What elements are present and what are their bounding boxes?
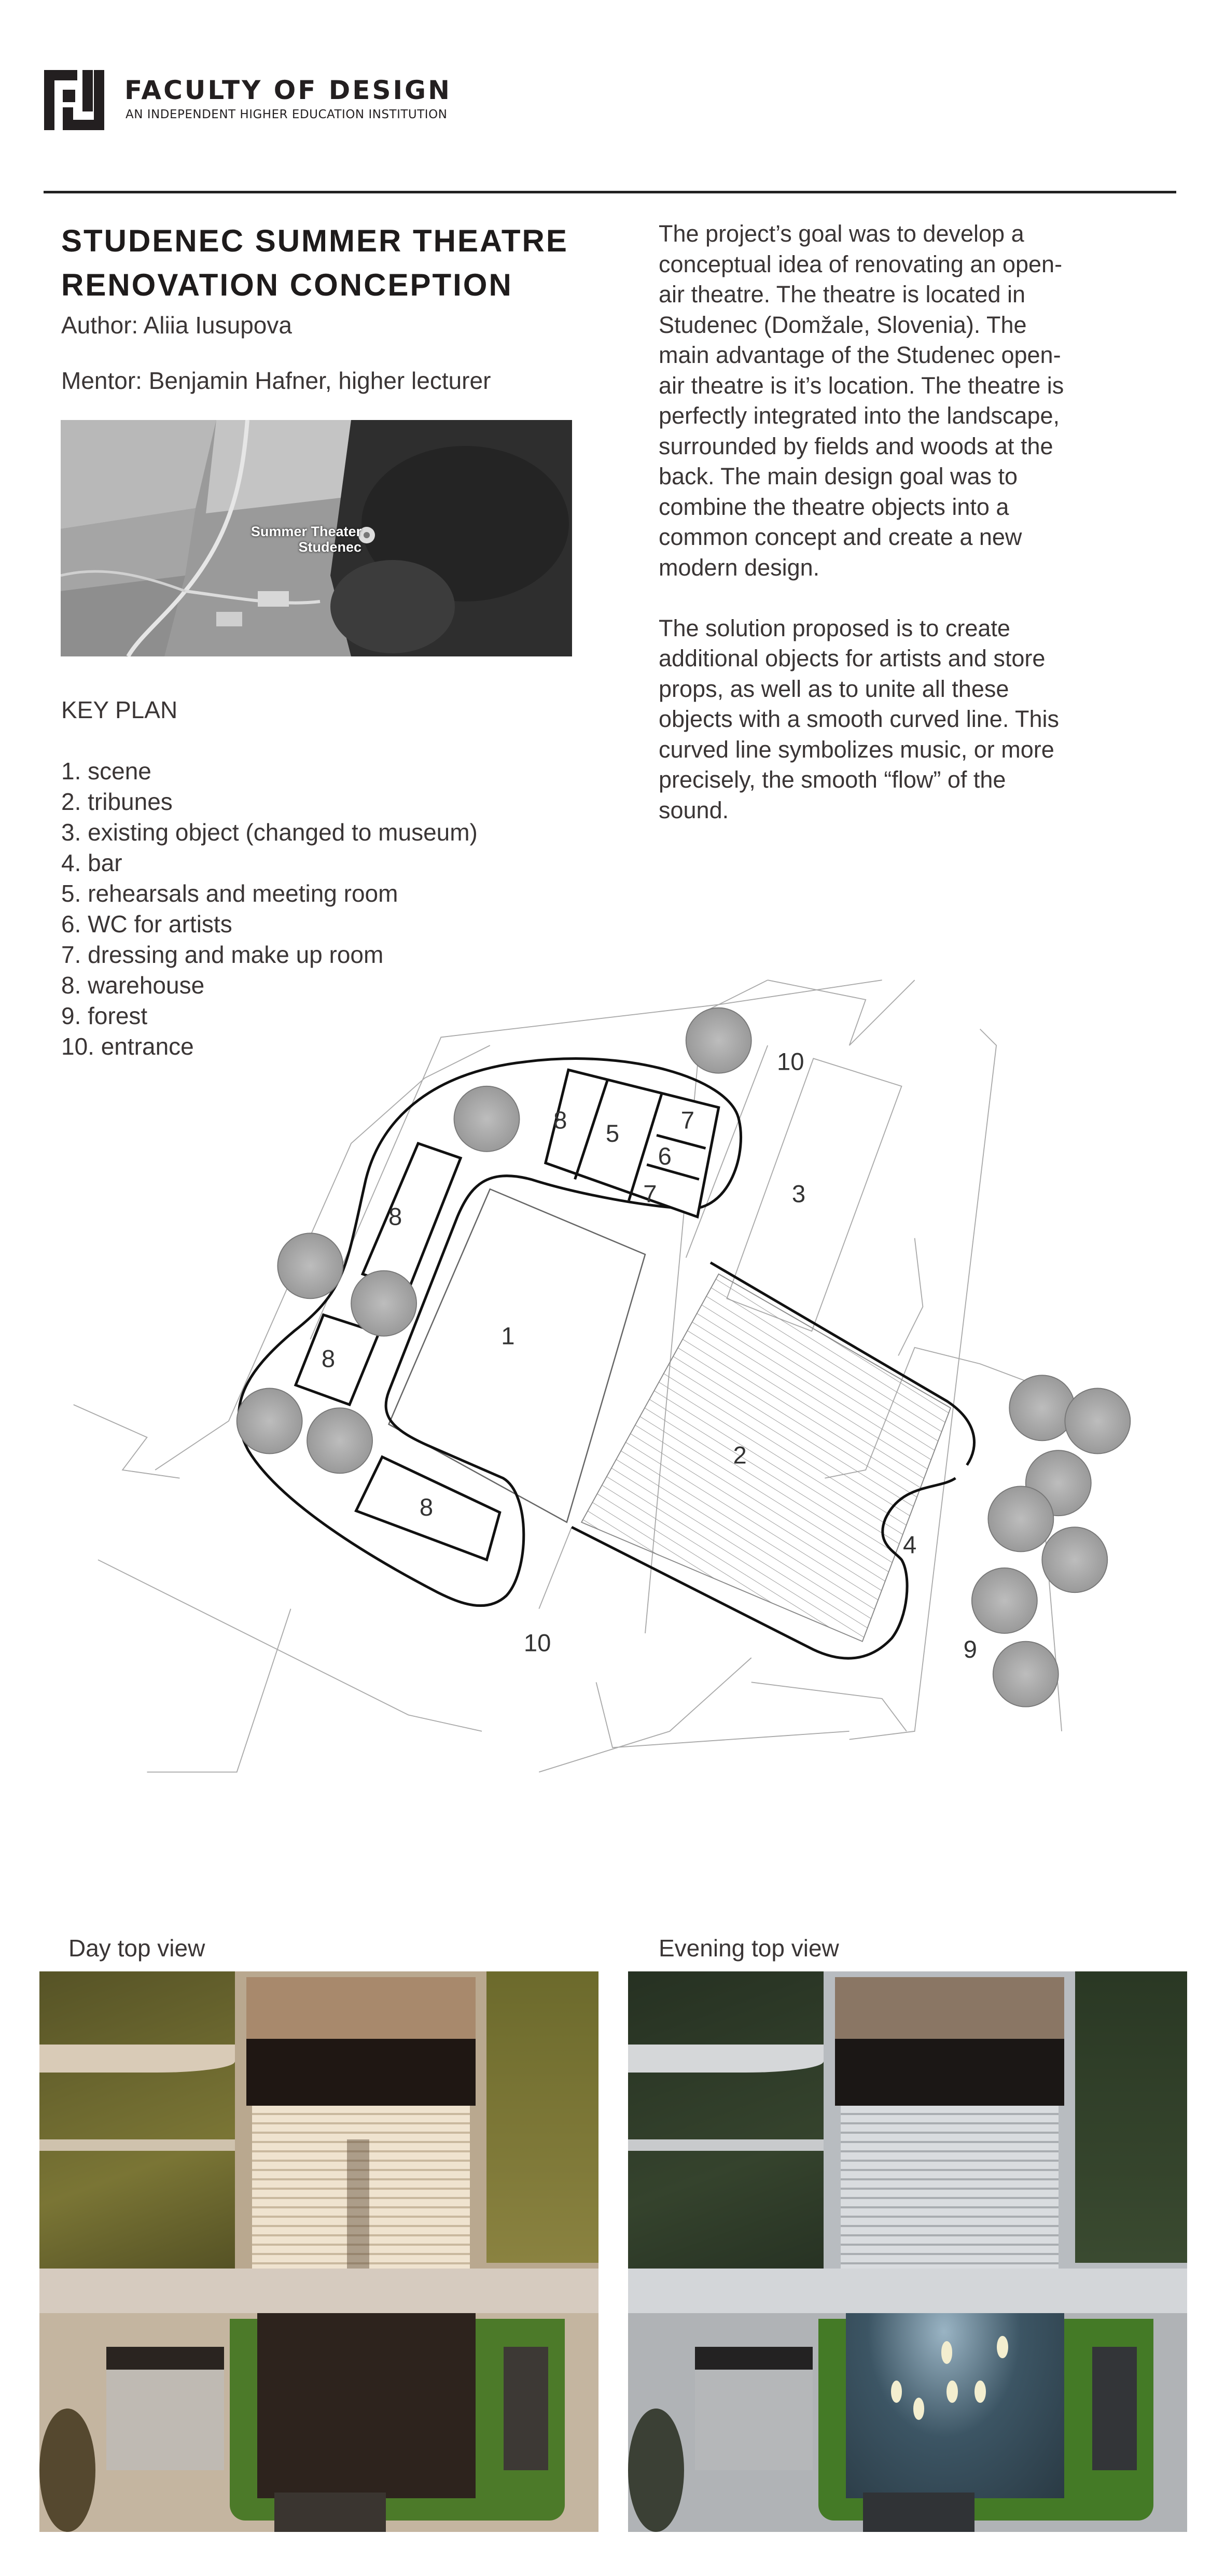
tree-icon — [971, 1567, 1038, 1634]
key-plan-legend: KEY PLAN 1. scene 2. tribunes 3. existin… — [61, 695, 478, 1062]
scene-area — [387, 1188, 646, 1523]
plan-label: 9 — [964, 1636, 977, 1663]
description-line: modern design. — [659, 554, 820, 581]
header-divider — [44, 191, 1176, 193]
tree-icon — [277, 1233, 344, 1299]
map-place-label-line2: Studenec — [298, 539, 361, 555]
legend-item: 5. rehearsals and meeting room — [61, 880, 398, 907]
project-title-line2: RENOVATION CONCEPTION — [61, 268, 513, 302]
legend-item: 6. WC for artists — [61, 911, 232, 937]
mentor-text: Mentor: Benjamin Hafner, higher lecturer — [61, 367, 491, 394]
legend-item: 3. existing object (changed to museum) — [61, 819, 478, 846]
plan-label: 8 — [553, 1107, 567, 1135]
tree-icon — [307, 1407, 373, 1474]
brand-subtitle: AN INDEPENDENT HIGHER EDUCATION INSTITUT… — [126, 108, 448, 121]
legend-item: 4. bar — [61, 849, 122, 876]
tree-icon — [1009, 1375, 1076, 1441]
description-line: curved line symbolizes music, or more — [659, 736, 1054, 763]
description-line: precisely, the smooth “flow” of the — [659, 766, 1006, 793]
description-line: perfectly integrated into the landscape, — [659, 402, 1060, 429]
site-plan: 1 2 3 4 5 67 7 8 8 8 8 9 10 10 — [73, 979, 1131, 1773]
key-plan-heading: KEY PLAN — [61, 696, 178, 723]
plan-label: 10 — [777, 1048, 804, 1075]
plan-label: 10 — [524, 1630, 551, 1657]
evening-view-caption: Evening top view — [659, 1935, 839, 1962]
description-line: air theatre is it’s location. The theatr… — [659, 372, 1064, 399]
description-line: props, as well as to unite all these — [659, 675, 1009, 702]
tree-icon — [453, 1085, 520, 1152]
faculty-logo — [44, 70, 104, 130]
legend-item: 2. tribunes — [61, 788, 173, 815]
tree-icon — [992, 1641, 1059, 1707]
legend-item: 8. warehouse — [61, 972, 205, 999]
description-line: common concept and create a new — [659, 524, 1022, 550]
plan-label: 7 — [681, 1107, 694, 1135]
description-line: surrounded by fields and woods at the — [659, 432, 1053, 459]
plan-label: 4 — [903, 1532, 916, 1559]
description-line: back. The main design goal was to — [659, 463, 1018, 489]
legend-item: 9. forest — [61, 1002, 148, 1029]
description-line: sound. — [659, 796, 729, 823]
plan-label: 7 — [643, 1180, 657, 1208]
description-line: objects with a smooth curved line. This — [659, 706, 1060, 732]
day-top-view-render — [39, 1971, 598, 2532]
tree-icon — [1064, 1388, 1131, 1454]
tree-icon — [685, 1007, 752, 1074]
tree-icon — [1041, 1527, 1108, 1593]
description-paragraph-1: The project’s goal was to develop a conce… — [659, 219, 1064, 583]
description-line: Studenec (Domžale, Slovenia). The — [659, 311, 1027, 338]
tribunes-area — [580, 1273, 952, 1642]
legend-item: 1. scene — [61, 758, 151, 785]
plan-label: 1 — [501, 1322, 514, 1350]
description-paragraph-2: The solution proposed is to create additi… — [659, 613, 1064, 826]
description-line: main advantage of the Studenec open- — [659, 342, 1061, 368]
plan-label: 2 — [733, 1441, 747, 1469]
buildings — [294, 1068, 720, 1562]
legend-item: 10. entrance — [61, 1033, 194, 1060]
legend-item: 7. dressing and make up room — [61, 941, 384, 968]
day-view-caption: Day top view — [68, 1935, 205, 1962]
description-line: additional objects for artists and store — [659, 645, 1046, 671]
curved-line-west — [237, 1057, 743, 1607]
project-title-line1: STUDENEC SUMMER THEATRE — [61, 223, 568, 258]
trees — [236, 1007, 1131, 1707]
description-line: The solution proposed is to create — [659, 614, 1010, 641]
description-line: combine the theatre objects into a — [659, 493, 1009, 520]
plan-label: 6 — [658, 1143, 672, 1170]
tree-icon — [987, 1486, 1054, 1552]
warehouse-1 — [360, 1141, 463, 1292]
plan-label: 8 — [420, 1494, 433, 1521]
map-place-label-line1: Summer Theater — [250, 524, 361, 539]
project-description: The project’s goal was to develop a conce… — [659, 219, 1064, 856]
evening-top-view-render — [628, 1971, 1187, 2532]
plan-label: 8 — [322, 1346, 335, 1373]
building-rehearsal — [544, 1068, 720, 1219]
tree-icon — [351, 1270, 417, 1337]
location-map: Summer Theater Studenec — [61, 420, 572, 656]
map-place-label: Summer Theater Studenec — [206, 524, 361, 555]
author-text: Author: Aliia Iusupova — [61, 312, 292, 339]
description-line: conceptual idea of renovating an open- — [659, 250, 1063, 277]
brand-name: FACULTY OF DESIGN — [124, 75, 452, 105]
warehouse-3 — [354, 1455, 502, 1562]
curved-line-east — [571, 1261, 976, 1660]
description-line: air theatre. The theatre is located in — [659, 281, 1026, 307]
plan-label: 8 — [388, 1203, 402, 1231]
tree-icon — [236, 1388, 303, 1454]
plan-label: 5 — [606, 1120, 619, 1147]
plan-label: 3 — [792, 1180, 805, 1208]
description-line: The project’s goal was to develop a — [659, 220, 1024, 247]
